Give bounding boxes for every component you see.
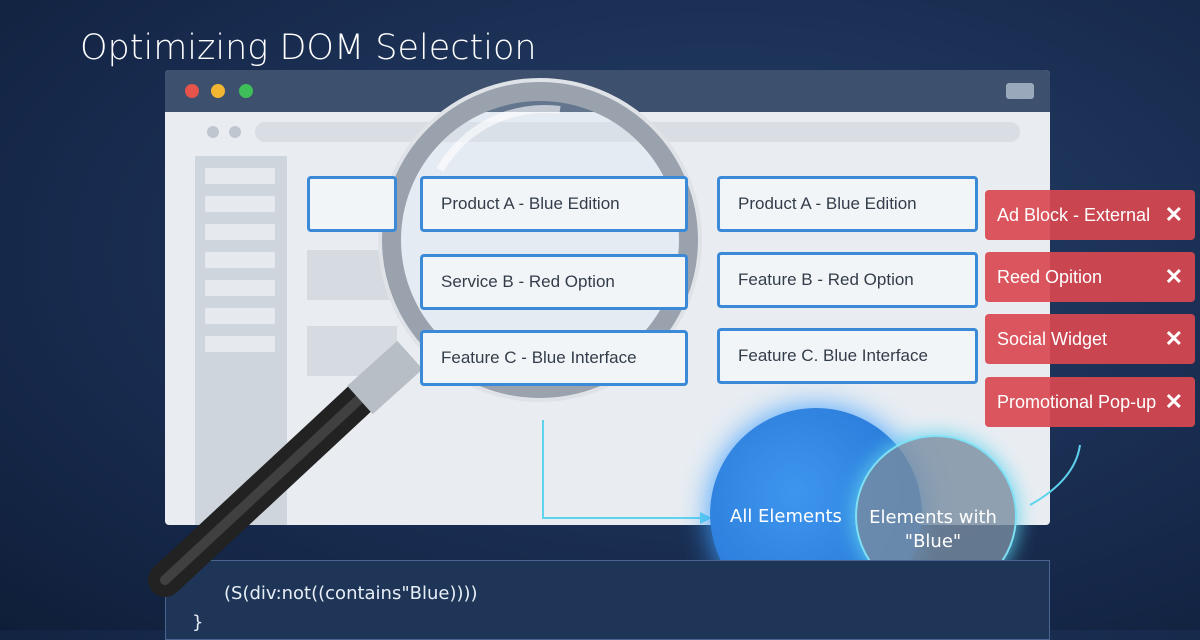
code-panel: (S(div:not((contains"Blue)))) } xyxy=(165,560,1050,640)
removed-item: Reed Opition✕ xyxy=(985,252,1195,302)
card-item[interactable]: Product A - Blue Edition xyxy=(717,176,978,232)
card-placeholder[interactable] xyxy=(307,176,397,232)
close-icon[interactable]: ✕ xyxy=(1164,326,1183,351)
card-item[interactable]: Feature C - Blue Interface xyxy=(420,330,688,386)
forward-icon[interactable] xyxy=(229,126,241,138)
venn-label-all: All Elements xyxy=(730,506,842,527)
close-icon[interactable]: ✕ xyxy=(1164,389,1183,414)
code-brace: } xyxy=(192,612,204,633)
maximize-dot-icon[interactable] xyxy=(239,84,253,98)
removed-item: Ad Block - External✕ xyxy=(985,190,1195,240)
card-item[interactable]: Product A - Blue Edition xyxy=(420,176,688,232)
venn-label-blue: Elements with "Blue" xyxy=(869,507,997,552)
code-selector: (S(div:not((contains"Blue)))) xyxy=(224,583,478,604)
close-dot-icon[interactable] xyxy=(185,84,199,98)
card-item[interactable]: Feature C. Blue Interface xyxy=(717,328,978,384)
page-title: Optimizing DOM Selection xyxy=(80,28,537,68)
removed-item: Promotional Pop-up✕ xyxy=(985,377,1195,427)
close-icon[interactable]: ✕ xyxy=(1164,202,1183,227)
back-icon[interactable] xyxy=(207,126,219,138)
card-item[interactable]: Service B - Red Option xyxy=(420,254,688,310)
browser-window: Product A - Blue Edition Service B - Red… xyxy=(165,70,1050,525)
minimize-dot-icon[interactable] xyxy=(211,84,225,98)
card-item[interactable]: Feature B - Red Option xyxy=(717,252,978,308)
close-icon[interactable]: ✕ xyxy=(1164,264,1183,289)
window-menu-icon[interactable] xyxy=(1006,83,1034,99)
removed-item: Social Widget✕ xyxy=(985,314,1195,364)
